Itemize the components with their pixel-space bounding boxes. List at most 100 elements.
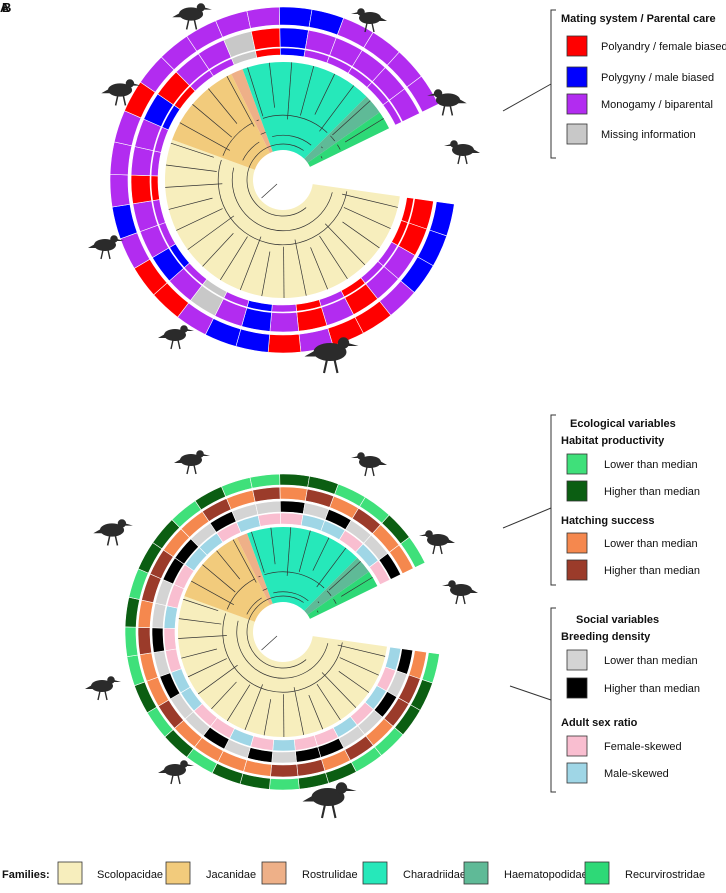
b-density-segment-15 (151, 627, 165, 653)
b-sexratio-segment-23 (257, 512, 282, 527)
legend-soc-title: Social variables (576, 614, 659, 626)
legend-soc-swatch-1-1 (566, 762, 588, 784)
a-mating-ring-2-segment-8 (235, 328, 270, 353)
a-bird-silhouette-6 (157, 324, 195, 350)
b-density-segment-16 (151, 602, 167, 629)
a-mating-ring-1-segment-16 (130, 146, 154, 176)
rings-a (109, 6, 455, 354)
a-mating-inner-segment-23 (255, 47, 281, 59)
b-bird-silhouette-0 (173, 449, 211, 475)
family-label-1: Jacanidae (206, 869, 256, 881)
b-sexratio-segment-15 (163, 627, 177, 651)
a-mating-ring-2-segment-14 (111, 203, 138, 240)
b-clade-charadriidae (247, 527, 358, 611)
a-mating-ring-1-segment-23 (250, 27, 281, 51)
legend-a-swatch-2 (566, 93, 588, 115)
b-habitat-segment-29 (400, 536, 426, 568)
a-mating-ring-1-segment-7 (269, 311, 300, 333)
b-sexratio-segment-24 (280, 512, 304, 526)
b-branches (178, 527, 386, 737)
family-swatch-1 (165, 861, 191, 885)
legend-soc-bracket (550, 607, 556, 793)
a-mating-ring-2-segment-23 (246, 6, 281, 29)
a-mating-ring-2-segment-7 (267, 333, 302, 354)
a-mating-inner-segment-29 (382, 100, 403, 126)
rings-b (124, 473, 440, 791)
a-clade-haematopodidae (304, 96, 380, 163)
legend-a-swatch-3 (566, 123, 588, 145)
family-label-2: Rostrulidae (302, 869, 358, 881)
legend-eco-swatch-0-0 (566, 453, 588, 475)
b-sexratio-segment-16 (163, 605, 179, 629)
panel-a (87, 2, 481, 375)
legend-social: Social variables Breeding density Lower … (509, 607, 700, 793)
legend-eco-label-0-0: Lower than median (604, 459, 698, 471)
b-habitat-segment-15 (124, 626, 139, 658)
a-clade-jacanidae (172, 73, 270, 170)
legend-eco-label-1-0: Lower than median (604, 538, 698, 550)
b-clade-jacanidae (184, 537, 270, 622)
family-label-0: Scolopacidae (97, 869, 163, 881)
family-label-4: Haematopodidae (504, 869, 588, 881)
legend-a-title: Mating system / Parental care (561, 13, 716, 25)
legend-eco-swatch-1-0 (566, 532, 588, 554)
legend-a-label-1: Polygyny / male biased (601, 72, 714, 84)
panel-letter-b: B (2, 0, 12, 15)
b-hatching-segment-23 (252, 486, 281, 503)
a-mating-ring-1-segment-15 (130, 174, 152, 205)
legend-eco-title: Ecological variables (570, 418, 676, 430)
a-clade-rostrulidae (231, 69, 273, 154)
legend-soc-connector (509, 685, 552, 701)
legend-families: Families: Scolopacidae Jacanidae Rostrul… (2, 861, 705, 885)
legend-eco-swatch-0-1 (566, 480, 588, 502)
legend-a-label-2: Monogamy / biparental (601, 99, 713, 111)
b-bird-silhouette-5 (84, 675, 122, 701)
family-swatch-2 (261, 861, 287, 885)
legend-soc-label-0-1: Higher than median (604, 683, 700, 695)
legend-a-label-3: Missing information (601, 129, 696, 141)
a-clade-recurvirostridae (307, 112, 390, 167)
b-hatching-segment-16 (137, 599, 154, 628)
b-bird-silhouette-1 (350, 451, 388, 477)
a-mating-inner-segment-24 (279, 47, 306, 58)
legend-a-swatch-0 (566, 35, 588, 57)
a-clade-scolopacidae (165, 139, 400, 298)
family-swatch-3 (362, 861, 388, 885)
legend-soc-swatch-0-0 (566, 649, 588, 671)
family-label-3: Charadriidae (403, 869, 466, 881)
b-sexratio-segment-7 (272, 739, 296, 752)
a-mating-ring-1-segment-24 (279, 27, 309, 50)
legend-soc-swatch-0-1 (566, 677, 588, 699)
b-bird-silhouette-2 (92, 518, 134, 547)
families-title: Families: (2, 869, 50, 881)
b-density-segment-29 (378, 552, 402, 580)
legend-a-connector (502, 83, 552, 112)
panel-letter-a: A (0, 0, 10, 15)
a-mating-ring-1-segment-8 (241, 307, 272, 332)
legend-eco-bracket (550, 414, 556, 586)
legend-soc-label-1-1: Male-skewed (604, 768, 669, 780)
a-clade-charadriidae (242, 62, 367, 159)
b-habitat-segment-7 (269, 777, 300, 791)
b-density-segment-7 (271, 751, 297, 764)
b-bird-silhouette-6 (157, 759, 195, 785)
b-density-segment-23 (255, 500, 281, 516)
legend-eco-group-0-title: Habitat productivity (561, 435, 665, 447)
b-clade-haematopodidae (304, 557, 370, 615)
family-swatch-5 (584, 861, 610, 885)
legend-a-bracket (550, 9, 556, 159)
b-habitat-segment-16 (124, 596, 140, 628)
legend-ecological: Ecological variables Habitat productivit… (502, 414, 700, 586)
a-mating-ring-2-segment-15 (109, 174, 131, 208)
a-mating-ring-1-segment-29 (388, 88, 421, 123)
family-label-5: Recurvirostridae (625, 869, 705, 881)
legend-soc-group-1-title: Adult sex ratio (561, 717, 638, 729)
family-swatch-0 (57, 861, 83, 885)
b-hatching-segment-15 (137, 626, 152, 656)
panel-b (84, 449, 479, 820)
a-bird-silhouette-4 (443, 139, 481, 165)
b-bird-silhouette-4 (441, 579, 479, 605)
tree-b (178, 527, 387, 737)
